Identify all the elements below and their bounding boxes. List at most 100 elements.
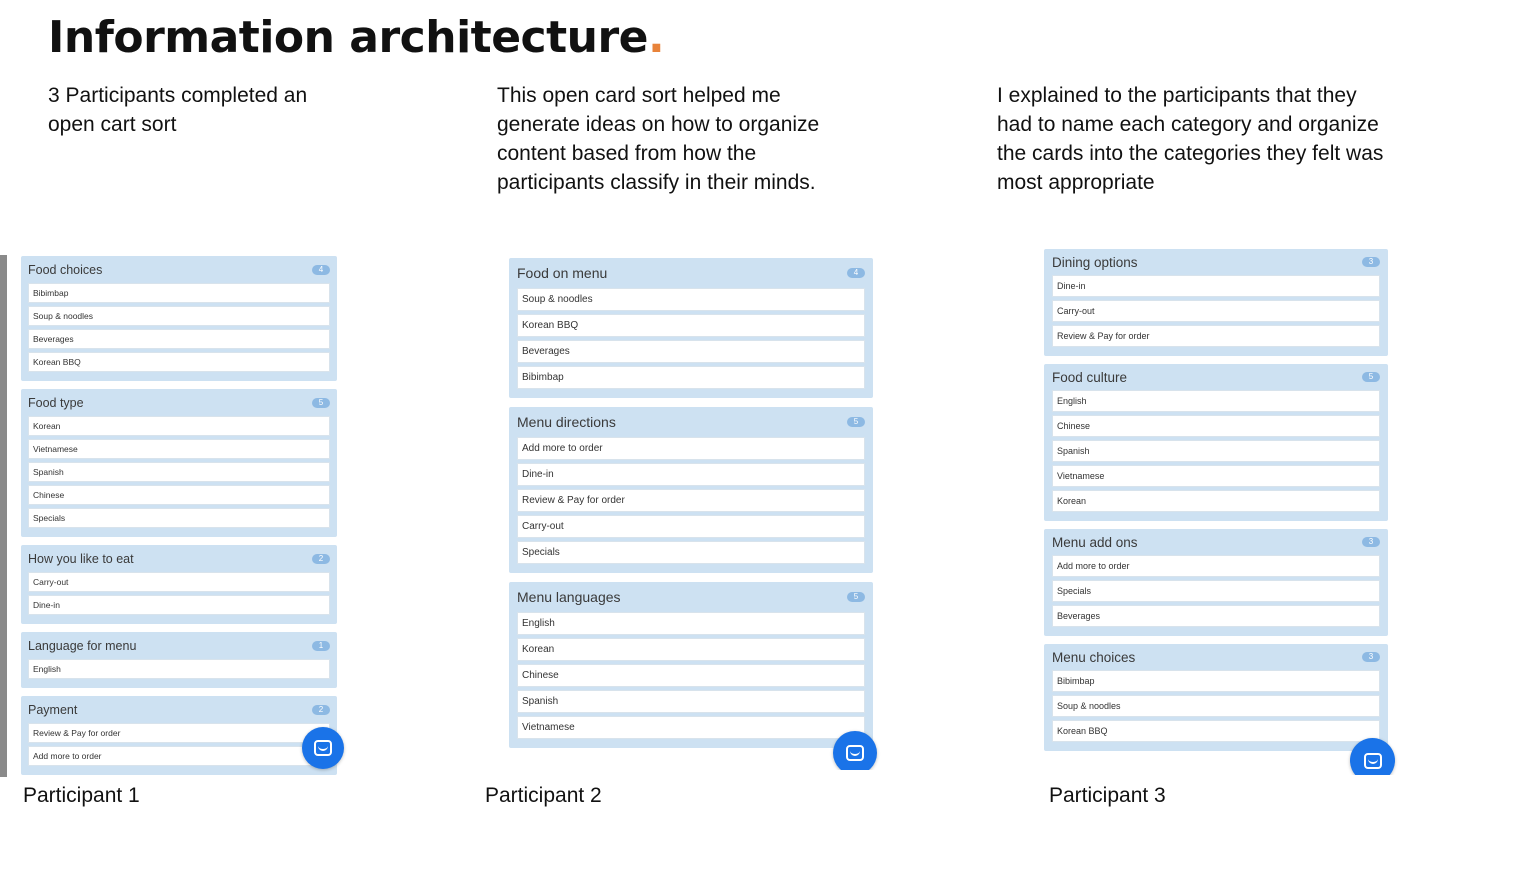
card-count-badge: 3 [1362, 652, 1380, 662]
sort-card[interactable]: Soup & noodles [517, 288, 865, 311]
category-header: Menu add ons 3 [1052, 529, 1380, 555]
category-name[interactable]: Food culture [1052, 369, 1128, 385]
sort-card[interactable]: Bibimbap [1052, 670, 1380, 692]
category-name[interactable]: Menu add ons [1052, 534, 1138, 550]
category-name[interactable]: Menu directions [517, 414, 616, 430]
sort-card[interactable]: Specials [1052, 580, 1380, 602]
sort-card[interactable]: Spanish [28, 462, 330, 482]
sort-card[interactable]: Chinese [28, 485, 330, 505]
category-name[interactable]: Food on menu [517, 265, 608, 281]
sort-card[interactable]: Vietnamese [28, 439, 330, 459]
title-accent-dot: . [648, 12, 665, 63]
sort-card[interactable]: Korean [517, 638, 865, 661]
category-header: How you like to eat 2 [28, 545, 330, 572]
sort-card[interactable]: Spanish [1052, 440, 1380, 462]
category-name[interactable]: Dining options [1052, 254, 1138, 270]
card-count-badge: 5 [847, 592, 865, 602]
card-count-badge: 5 [1362, 372, 1380, 382]
sort-card[interactable]: Add more to order [517, 437, 865, 460]
sort-card[interactable]: Korean [1052, 490, 1380, 512]
category-header: Food culture 5 [1052, 364, 1380, 390]
sort-card[interactable]: Beverages [1052, 605, 1380, 627]
sort-card[interactable]: Beverages [28, 329, 330, 349]
left-scrollbar [0, 255, 7, 777]
sort-card[interactable]: Add more to order [1052, 555, 1380, 577]
category-name[interactable]: Language for menu [28, 638, 137, 653]
participant-label-1: Participant 1 [23, 784, 140, 807]
category-name[interactable]: Menu choices [1052, 649, 1136, 665]
sort-card[interactable]: Bibimbap [28, 283, 330, 303]
sort-card[interactable]: Chinese [1052, 415, 1380, 437]
screenshot-crop [1340, 775, 1410, 795]
card-count-badge: 3 [1362, 257, 1380, 267]
chat-button[interactable] [833, 731, 877, 775]
sort-card[interactable]: English [517, 612, 865, 635]
sort-card[interactable]: Vietnamese [517, 716, 865, 739]
category-header: Food choices 4 [28, 256, 330, 283]
sort-card[interactable]: Dine-in [517, 463, 865, 486]
sort-card[interactable]: Beverages [517, 340, 865, 363]
participant-label-3: Participant 3 [1049, 784, 1166, 807]
category-name[interactable]: Food type [28, 395, 84, 410]
sort-card[interactable]: Specials [28, 508, 330, 528]
sort-card[interactable]: Korean BBQ [1052, 720, 1380, 742]
category-name[interactable]: How you like to eat [28, 551, 134, 566]
sort-card[interactable]: Korean BBQ [517, 314, 865, 337]
sort-card[interactable]: English [1052, 390, 1380, 412]
card-count-badge: 5 [847, 417, 865, 427]
chat-icon [846, 745, 864, 761]
sort-card[interactable]: Dine-in [28, 595, 330, 615]
sort-card[interactable]: Spanish [517, 690, 865, 713]
card-count-badge: 1 [312, 640, 330, 651]
sort-card[interactable]: Dine-in [1052, 275, 1380, 297]
sort-card[interactable]: Korean [28, 416, 330, 436]
sort-card[interactable]: Korean BBQ [28, 352, 330, 372]
category-header: Menu choices 3 [1052, 644, 1380, 670]
sort-card[interactable]: Carry-out [1052, 300, 1380, 322]
sort-card[interactable]: Add more to order [28, 746, 330, 766]
sort-card[interactable]: Chinese [517, 664, 865, 687]
category-header: Dining options 3 [1052, 249, 1380, 275]
card-count-badge: 3 [1362, 537, 1380, 547]
category-name[interactable]: Payment [28, 702, 78, 717]
participant-label-2: Participant 2 [485, 784, 602, 807]
sort-card[interactable]: Review & Pay for order [28, 723, 330, 743]
card-count-badge: 2 [312, 553, 330, 564]
sort-card[interactable]: Carry-out [517, 515, 865, 538]
category-header: Food on menu 4 [517, 258, 865, 288]
card-count-badge: 4 [847, 268, 865, 278]
category-name[interactable]: Food choices [28, 262, 103, 277]
category-name[interactable]: Menu languages [517, 589, 621, 605]
chat-button[interactable] [302, 727, 344, 769]
chat-icon [1363, 752, 1382, 769]
card-count-badge: 5 [312, 397, 330, 408]
chat-icon [314, 740, 332, 756]
sort-card[interactable]: Bibimbap [517, 366, 865, 389]
sort-card[interactable]: Carry-out [28, 572, 330, 592]
sort-card[interactable]: Vietnamese [1052, 465, 1380, 487]
sort-card[interactable]: Soup & noodles [1052, 695, 1380, 717]
sort-card[interactable]: Soup & noodles [28, 306, 330, 326]
sort-card[interactable]: Review & Pay for order [517, 489, 865, 512]
card-count-badge: 2 [312, 704, 330, 715]
description-3: I explained to the participants that the… [997, 84, 1384, 194]
card-count-badge: 4 [312, 264, 330, 275]
category-header: Food type 5 [28, 389, 330, 416]
sort-card[interactable]: English [28, 659, 330, 679]
category-header: Language for menu 1 [28, 632, 330, 659]
category-header: Menu languages 5 [517, 582, 865, 612]
screenshot-crop [820, 770, 890, 790]
sort-card[interactable]: Review & Pay for order [1052, 325, 1380, 347]
sort-card[interactable]: Specials [517, 541, 865, 564]
